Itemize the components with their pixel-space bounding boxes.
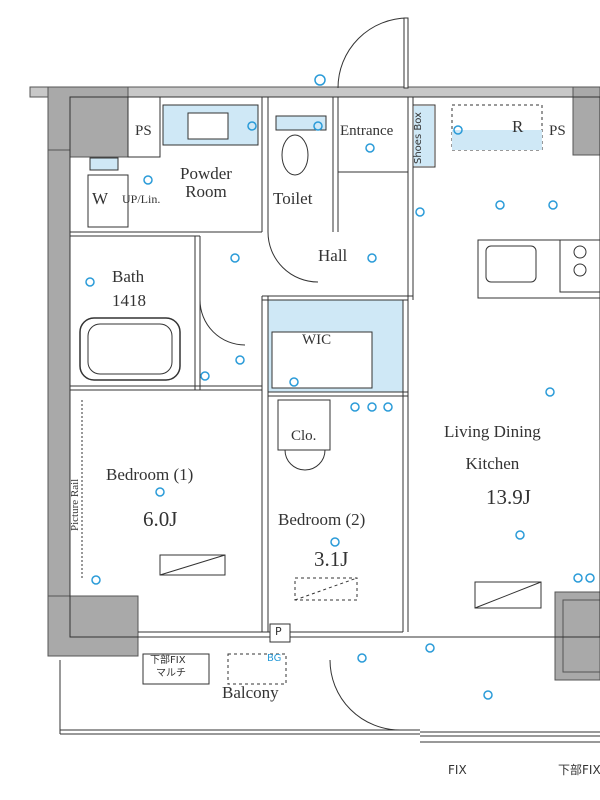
wic-label: WIC: [302, 332, 332, 348]
balcony-door-swing: [329, 659, 401, 731]
washer-top: [89, 157, 119, 171]
closet-label: Clo.: [291, 428, 317, 444]
left-wall: [47, 149, 71, 601]
closet-door-swing: [284, 449, 306, 471]
right-column: [572, 86, 600, 156]
wic-shelf: [271, 331, 373, 389]
vanity-basin: [187, 112, 229, 140]
stove-burner: [573, 245, 587, 259]
bg-label: BG: [267, 653, 282, 664]
entrance-door: [337, 17, 409, 89]
left-column: [47, 86, 129, 158]
fix-left-label: FIX: [448, 763, 467, 777]
washer-label: W: [92, 189, 109, 208]
powder-room-label: Powder Room: [180, 164, 232, 201]
bedroom1-size-label: 6.0J: [143, 507, 178, 531]
entrance-floor-tint: [452, 130, 542, 150]
bg-box: [227, 653, 287, 685]
bathtub-inner: [87, 323, 173, 375]
refrigerator-label: R: [512, 117, 524, 136]
bath-door-swing: [199, 299, 246, 346]
bedroom1-window-mark: [159, 554, 226, 576]
up-lin-label: UP/Lin.: [122, 192, 161, 206]
ldk-window-diag: [474, 581, 542, 609]
entrance-label: Entrance: [340, 123, 394, 139]
bedroom2-label: Bedroom (2): [278, 510, 366, 529]
electrical-symbols: [85, 74, 595, 700]
ps-right-label: PS: [549, 123, 566, 139]
stove: [559, 239, 600, 293]
balcony-label: Balcony: [222, 683, 279, 702]
right-column-bottom-inner: [562, 599, 600, 673]
partition-walls: [59, 96, 600, 743]
toilet-tank: [275, 115, 327, 131]
shoes-box-fill: [414, 106, 434, 166]
bedroom2-window-mark: [294, 577, 358, 601]
hall-label: Hall: [318, 246, 348, 265]
hall-door-swing: [267, 231, 319, 283]
picture-rail-label: Picture Rail: [69, 478, 81, 532]
pipe-space-box: [269, 623, 291, 643]
washer-area: [87, 174, 129, 228]
shoes-box-label: Shoes Box: [413, 112, 424, 164]
ldk-window-mark: [474, 581, 542, 609]
bedroom2-window-diag: [294, 577, 358, 601]
toilet-label: Toilet: [273, 189, 313, 208]
closet-door-swing: [304, 449, 326, 471]
bedroom2-size-label: 3.1J: [314, 547, 349, 571]
ldk-size-label: 13.9J: [486, 485, 531, 509]
window-label-line1: 下部FIX: [150, 655, 186, 666]
right-column-bottom: [554, 591, 600, 681]
kitchen-sink: [485, 245, 537, 283]
ps-left-label: PS: [135, 123, 152, 139]
toilet-bowl: [281, 134, 309, 176]
entrance-door-leaf: [403, 17, 409, 89]
bath-size-label: 1418: [112, 291, 146, 310]
ldk-label: Living Dining Kitchen: [444, 422, 541, 474]
balcony-window-box: [142, 653, 210, 685]
pipe-space-label: P: [275, 625, 282, 638]
left-column-bottom: [47, 595, 139, 657]
bedroom1-label: Bedroom (1): [106, 465, 194, 484]
stove-burner: [573, 263, 587, 277]
window-label-line2: マルチ: [156, 668, 186, 679]
bedroom1-window-diag: [159, 554, 226, 576]
bath-label: Bath: [112, 267, 145, 286]
fix-right-label: 下部FIX: [558, 763, 600, 777]
